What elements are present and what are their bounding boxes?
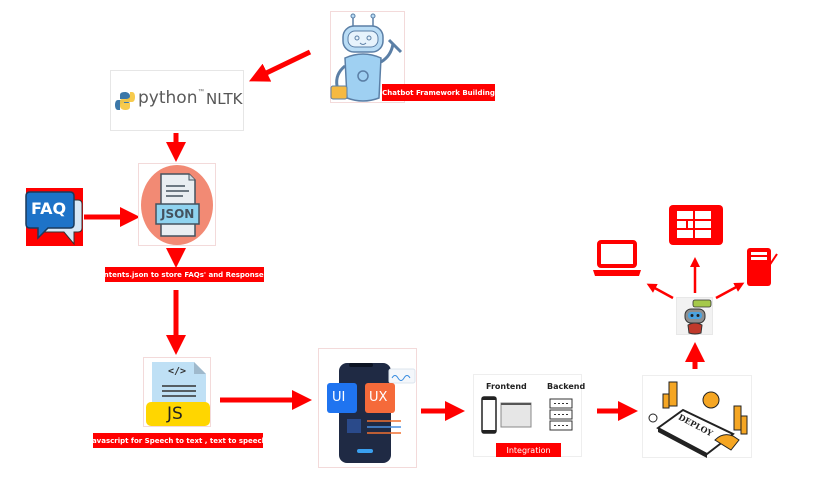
python-tm: ™ xyxy=(198,89,204,95)
backend-server-icon xyxy=(549,398,573,431)
python-logo-icon xyxy=(115,92,135,110)
json-text: JSON xyxy=(161,207,195,221)
tablet-icon xyxy=(669,205,723,245)
backend-text: Backend xyxy=(547,382,586,391)
code-text: </> xyxy=(168,366,187,377)
framework-label: Chatbot Framework Building xyxy=(382,84,495,101)
faq-text: FAQ xyxy=(31,199,67,218)
arrow-framework-to-nltk xyxy=(248,49,312,82)
ui-ux-phone-icon xyxy=(327,363,416,463)
js-text: JS xyxy=(167,404,183,424)
robot-mechanic-icon xyxy=(330,13,403,102)
ui-text: UI xyxy=(332,390,346,405)
deploy-button-icon xyxy=(648,381,748,458)
intents-label: Intents.json to store FAQs' and Response… xyxy=(101,267,268,282)
frontend-devices-icon xyxy=(481,396,532,434)
faq-node: FAQ xyxy=(25,188,83,246)
javascript-node: </> JS xyxy=(143,357,211,427)
uiux-node: UI UX xyxy=(318,348,417,468)
javascript-file-icon xyxy=(146,362,210,426)
intents-node: JSON xyxy=(138,163,216,246)
arrow-bot-to-laptop xyxy=(646,283,674,300)
chatbot-robot-icon xyxy=(684,299,712,335)
faq-chat-bubble-icon xyxy=(25,191,83,246)
arrow-bot-to-phone xyxy=(715,282,745,300)
integration-node: Frontend Backend Integration xyxy=(473,374,586,457)
ux-text: UX xyxy=(369,390,388,405)
deploy-node: DEPLOY xyxy=(642,375,752,458)
bot-node xyxy=(676,297,713,335)
laptop-icon xyxy=(593,240,641,276)
json-file-icon xyxy=(141,165,213,245)
integration-label: Integration xyxy=(496,443,561,457)
phone-icon xyxy=(747,248,778,286)
nltk-text: NLTK xyxy=(206,90,243,108)
javascript-label: Javascript for Speech to text , text to … xyxy=(89,433,267,448)
nltk-node: python ™ NLTK xyxy=(110,70,244,131)
python-text: python xyxy=(138,88,198,108)
frontend-text: Frontend xyxy=(486,382,527,391)
